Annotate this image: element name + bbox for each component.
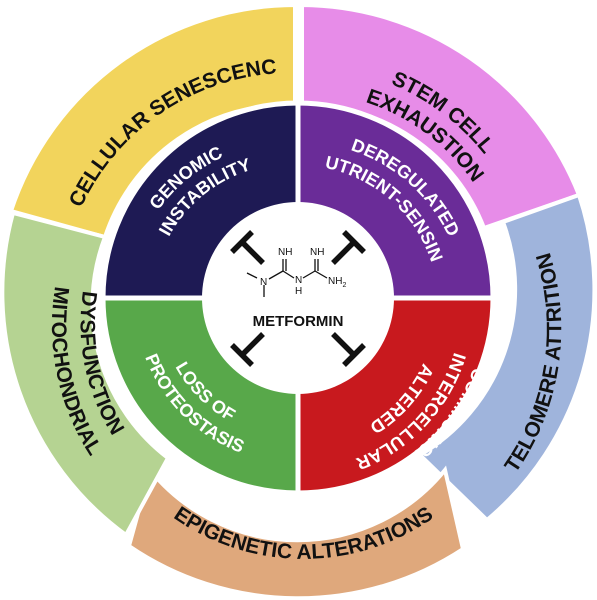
inhibition-icon-top-left — [230, 230, 265, 265]
inhibition-icon-bottom-right — [331, 332, 366, 367]
center-circle — [202, 202, 394, 394]
chem-nh2: NH2 — [328, 276, 346, 289]
chem-h-middle: H — [295, 286, 302, 297]
segment-telomere-attrition — [416, 192, 597, 523]
chem-nh-right: NH — [310, 247, 324, 258]
segment-epigenetic-alterations — [126, 465, 466, 600]
segment-mitochondrial-dysfunction — [0, 210, 171, 538]
inhibition-icon-top-right — [331, 230, 366, 265]
metformin-structure: NH NH N N H NH2 — [246, 247, 346, 297]
chem-nh-left: NH — [278, 247, 292, 258]
inhibition-icon-bottom-left — [230, 332, 265, 367]
center-title: METFORMIN — [253, 313, 344, 330]
chem-n-middle: N — [295, 275, 302, 286]
inhibition-markers — [230, 230, 366, 367]
chem-n-left: N — [260, 277, 267, 288]
